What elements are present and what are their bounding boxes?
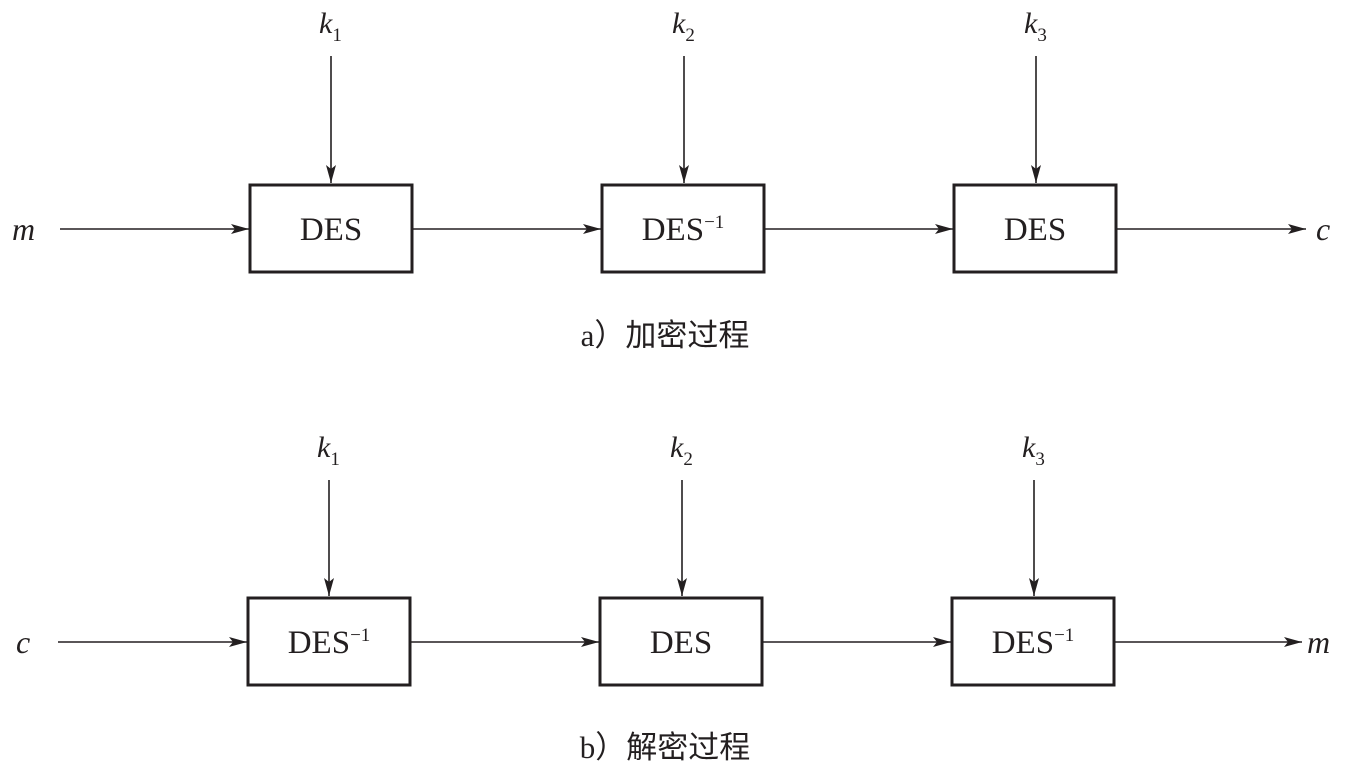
svg-text:DES: DES xyxy=(1004,212,1066,248)
des-block-3: DES−1 xyxy=(950,596,1116,687)
key-1-label: k1 xyxy=(317,431,340,470)
svg-text:DES: DES xyxy=(300,212,362,248)
des-block-1: DES xyxy=(248,183,414,274)
svg-text:DES−1: DES−1 xyxy=(642,212,725,248)
decryption-caption: b）解密过程 xyxy=(580,730,751,765)
des-block-1: DES−1 xyxy=(246,596,412,687)
key-3-label: k3 xyxy=(1022,431,1045,470)
des-block-2: DES xyxy=(598,596,764,687)
svg-text:DES−1: DES−1 xyxy=(288,625,371,661)
key-1-label: k1 xyxy=(319,7,342,46)
key-2-label: k2 xyxy=(670,431,693,470)
input-label: m xyxy=(12,211,35,247)
svg-text:DES: DES xyxy=(650,625,712,661)
svg-text:DES−1: DES−1 xyxy=(992,625,1075,661)
encryption-panel: k1 k2 k3 m c DES DES−1 DES a）加密过程 xyxy=(12,7,1330,353)
key-3-label: k3 xyxy=(1024,7,1047,46)
des-block-2: DES−1 xyxy=(600,183,766,274)
key-2-label: k2 xyxy=(672,7,695,46)
output-label: m xyxy=(1307,624,1330,660)
decryption-panel: k1 k2 k3 c m DES−1 DES DES−1 b）解密过程 xyxy=(16,431,1330,765)
input-label: c xyxy=(16,624,30,660)
output-label: c xyxy=(1316,211,1330,247)
des-block-3: DES xyxy=(952,183,1118,274)
encryption-caption: a）加密过程 xyxy=(581,318,750,353)
